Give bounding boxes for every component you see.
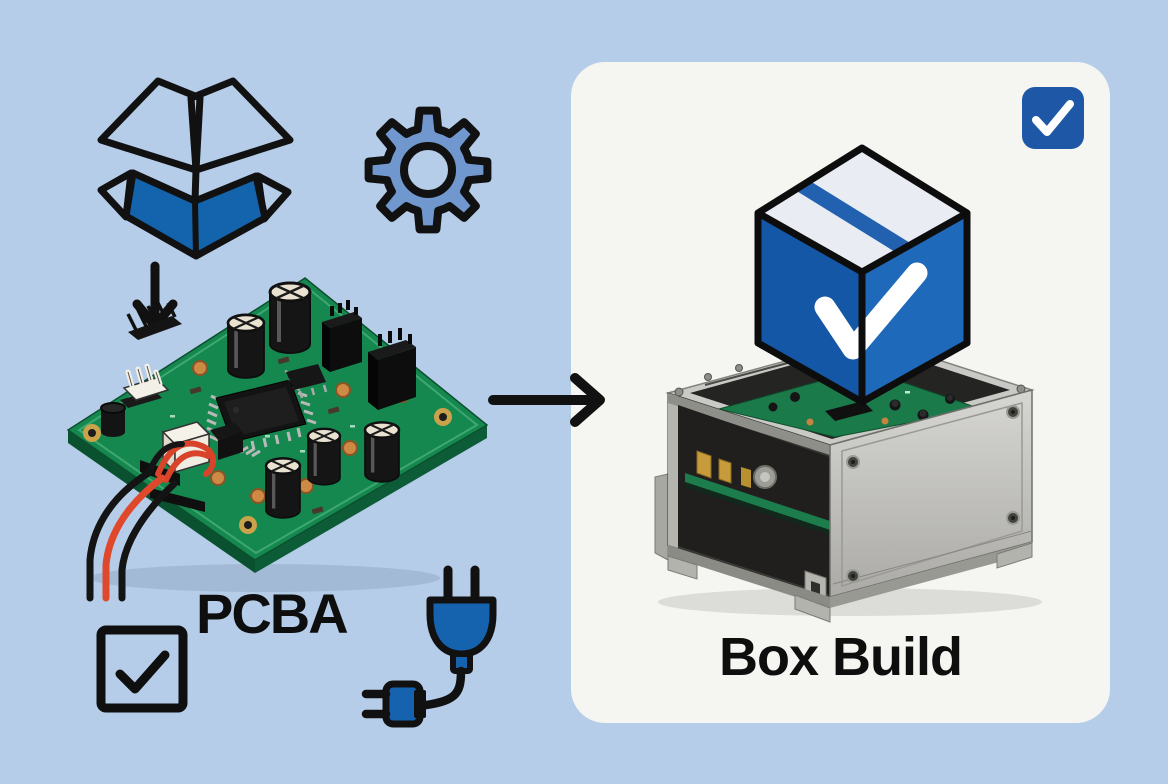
check-badge-icon (1022, 87, 1084, 149)
pin-headers (126, 300, 416, 410)
qfp-chip (206, 379, 317, 458)
inner-pcb-components (768, 385, 955, 426)
soic-chip (284, 364, 328, 399)
barrel-component (100, 402, 126, 437)
box-build-label: Box Build (719, 627, 963, 687)
power-plug-icon (361, 565, 497, 728)
pcba-board-illustration (66, 277, 489, 602)
right-arrow-icon (488, 373, 605, 427)
mount-pads (83, 408, 452, 534)
pcba-label: PCBA (196, 582, 349, 645)
checked-parcel-cube-icon (754, 144, 971, 406)
open-box-icon (97, 77, 294, 260)
white-connector (120, 363, 170, 408)
gear-icon (364, 106, 492, 234)
panel-screws (846, 405, 1020, 583)
board-wires (86, 468, 178, 602)
checkbox-icon (96, 625, 188, 713)
